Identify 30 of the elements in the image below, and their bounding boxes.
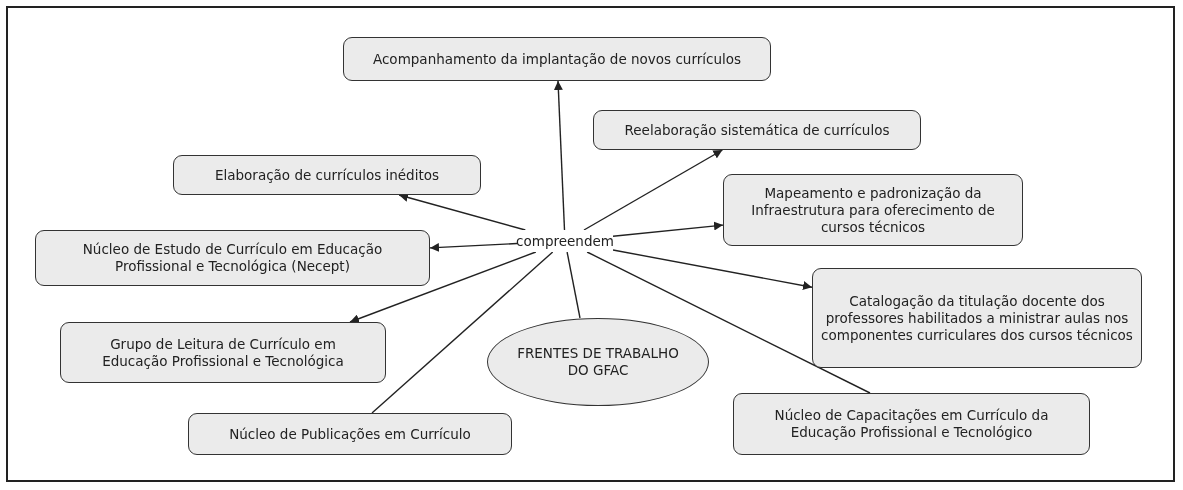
concept-box [723, 174, 1023, 246]
node-text: Mapeamento e padronização da Infraestrutura para oferecimento de cursos técnicos [750, 184, 996, 236]
node-text: Núcleo de Estudo de Currículo em Educação Profissional e Tecnológica (Necept) [81, 241, 384, 275]
arrow [612, 221, 724, 237]
concept-box [35, 230, 430, 286]
arrow [398, 193, 526, 231]
arrow [429, 242, 518, 252]
connector-line [566, 251, 581, 319]
connector-line [586, 251, 871, 394]
node-text: Reelaboração sistemática de currículos [624, 121, 890, 139]
concept-box [593, 110, 921, 150]
arrow [583, 149, 724, 231]
arrow [553, 80, 566, 231]
concept-box [173, 155, 481, 195]
node-text: Acompanhamento da implantação de novos currículos [372, 50, 742, 68]
arrow [349, 251, 537, 324]
node-text: compreendem [516, 232, 614, 250]
node-text: Grupo de Leitura de Currículo em Educação Profissional e Tecnológica [101, 335, 345, 370]
node-text: Elaboração de currículos inéditos [214, 166, 439, 184]
concept-box [60, 322, 386, 383]
node-text: FRENTES DE TRABALHO DO GFAC [516, 345, 680, 379]
arrow [612, 249, 813, 290]
concept-box [188, 413, 512, 455]
concept-box [733, 393, 1090, 455]
connector-line [371, 251, 554, 414]
node-text: Catalogação da titulação docente dos professores habilitados a ministrar aulas nos componentes curriculares dos cursos técnicos [821, 292, 1133, 344]
node-text: Núcleo de Publicações em Currículo [229, 425, 471, 443]
concept-box [812, 268, 1142, 368]
concept-box [343, 37, 771, 81]
node-text: Núcleo de Capacitações em Currículo da Educação Profissional e Tecnológico [773, 407, 1050, 441]
